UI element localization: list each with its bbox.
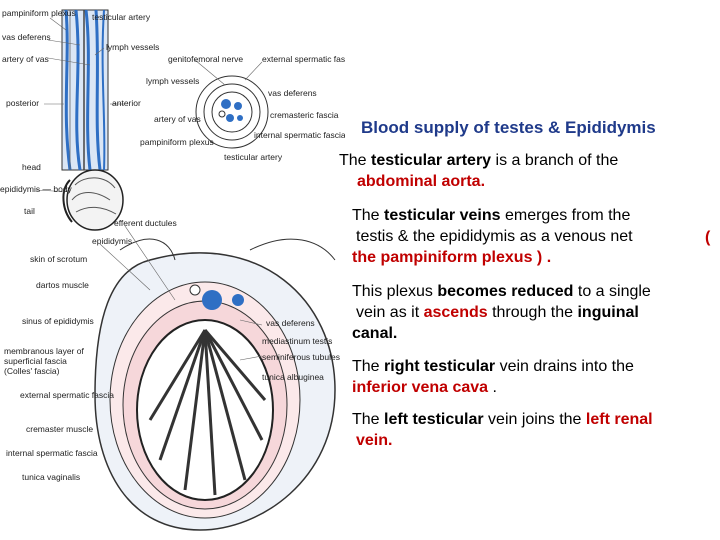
testis-drawing [62,169,124,231]
text-run-bold: right testicular [384,358,496,375]
text-highlight: abdominal aorta. [357,173,486,190]
paragraph-plexus: This plexus becomes reduced to a single … [352,281,651,344]
text-run: . [488,379,497,396]
text-run-bold: canal. [352,325,398,342]
spermatic-cord [61,9,109,171]
label-testicular-artery-top: testicular artery [92,12,151,22]
label-efferent-ductules: efferent ductules [114,218,177,228]
text-run: The [352,411,385,428]
cord-cross-section [195,75,269,149]
text-run: vein drains into the [495,358,634,375]
label-anterior: anterior [112,98,141,108]
label-dartos-muscle: dartos muscle [36,280,89,290]
text-run-bold: testicular veins [384,207,501,224]
label-skin-of-scrotum: skin of scrotum [30,254,87,264]
anatomy-illustration: pampiniform plexus testicular artery vas… [0,8,345,531]
label-mediastinum-testis: mediastinum testis [262,336,332,346]
text-run: vein as it [356,304,424,321]
label-tail: tail [24,206,35,216]
label-seminiferous-tubules: seminiferous tubules [262,352,340,362]
label-pampiniform-plexus: pampiniform plexus [2,8,76,18]
label-tunica-albuginea: tunica albuginea [262,372,324,382]
label-external-spermatic-fascia-top: external spermatic fascia [262,54,345,64]
slide-title: Blood supply of testes & Epididymis [361,118,656,137]
text-run: vein joins the [483,411,586,428]
label-internal-spermatic-fascia-low: internal spermatic fascia [6,448,98,458]
paragraph-artery: The testicular artery is a branch of the… [339,150,618,192]
label-posterior: posterior [6,98,39,108]
text-run-bold: left testicular [384,411,484,428]
label-testicular-artery-mid: testicular artery [224,152,283,162]
text-highlight: inferior vena cava [352,379,489,396]
text-run: The [352,207,385,224]
label-internal-spermatic-fascia-top: internal spermatic fascia [254,130,345,140]
leader-lines [35,17,263,361]
text-run: testis & the epididymis as a venous net [356,228,633,245]
text-run: is a branch of the [491,152,619,169]
label-lymph-vessels-mid: lymph vessels [146,76,199,86]
text-run-bold: testicular artery [371,152,492,169]
label-sinus-of-epididymis: sinus of epididymis [22,316,94,326]
label-vas-deferens-mid: vas deferens [268,88,317,98]
testis-section [94,238,336,531]
text-run-bold: inguinal [577,304,639,321]
label-cremasteric-fascia: cremasteric fascia [270,110,339,120]
text-run: This plexus [352,283,438,300]
stray-parenthesis: ( [705,229,711,246]
paragraph-veins: The testicular veins emerges from the te… [352,205,633,268]
text-run: emerges from the [500,207,631,224]
text-run: to a single [573,283,651,300]
label-epididymis-body: epididymis — body [0,184,73,194]
label-cremaster-muscle: cremaster muscle [26,424,93,434]
text-run-bold: becomes reduced [437,283,574,300]
text-highlight: the pampiniform plexus ) . [352,249,552,266]
text-highlight: left renal [585,411,653,428]
text-highlight: ascends [423,304,488,321]
label-vas-deferens-top: vas deferens [2,32,51,42]
label-genitofemoral-nerve: genitofemoral nerve [168,54,243,64]
label-artery-of-vas-mid: artery of vas [154,114,201,124]
label-head: head [22,162,41,172]
label-tunica-vaginalis: tunica vaginalis [22,472,80,482]
label-external-spermatic-fascia-low: external spermatic fascia [20,390,114,400]
label-artery-of-vas: artery of vas [2,54,49,64]
label-vas-deferens-low: vas deferens [266,318,315,328]
paragraph-right-vein: The right testicular vein drains into th… [352,356,634,398]
label-lymph-vessels-top: lymph vessels [106,42,159,52]
label-pampiniform-plexus-mid: pampiniform plexus [140,137,214,147]
label-membranous-layer: membranous layer of superficial fascia (… [4,346,84,376]
text-run: The [339,152,372,169]
paragraph-left-vein: The left testicular vein joins the left … [352,409,653,451]
text-run: through the [487,304,578,321]
text-run: The [352,358,385,375]
text-highlight: vein. [356,432,393,449]
label-epididymis: epididymis [92,236,132,246]
